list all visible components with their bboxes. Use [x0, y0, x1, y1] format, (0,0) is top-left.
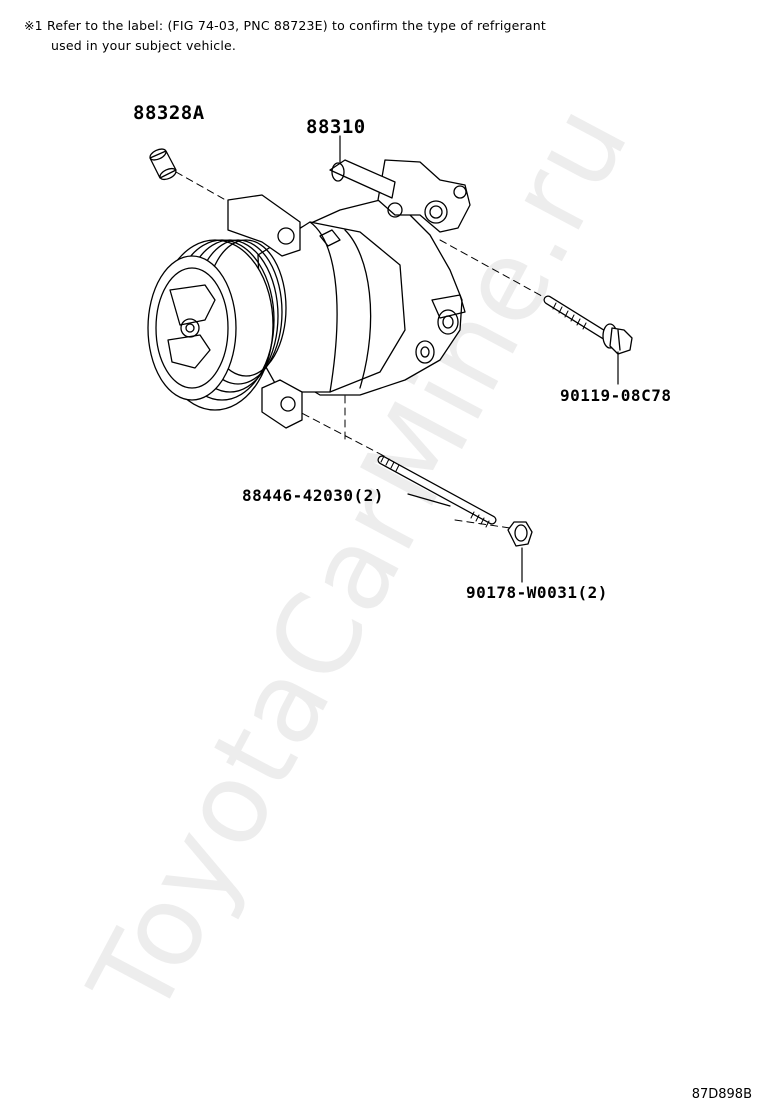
- part-label-88310: 88310: [306, 116, 366, 138]
- part-label-88328A: 88328A: [133, 102, 205, 124]
- compressor-part: [147, 159, 471, 429]
- stud-bolt-part: [377, 455, 497, 528]
- nut-part: [507, 521, 533, 547]
- note-line-1: ※1 Refer to the label: (FIG 74-03, PNC 8…: [24, 18, 546, 33]
- refrigerant-note: ※1 Refer to the label: (FIG 74-03, PNC 8…: [24, 16, 546, 56]
- part-label-90178-W0031: 90178-W0031(2): [466, 583, 608, 602]
- dowel-pin-part: [149, 148, 177, 181]
- part-label-90119-08C78: 90119-08C78: [560, 386, 672, 405]
- part-label-88446-42030: 88446-42030(2): [242, 486, 384, 505]
- leader-lines: [339, 135, 619, 583]
- flange-bolt-part: [543, 295, 633, 355]
- figure-code: 87D898B: [691, 1087, 752, 1102]
- note-line-2: used in your subject vehicle.: [51, 38, 237, 53]
